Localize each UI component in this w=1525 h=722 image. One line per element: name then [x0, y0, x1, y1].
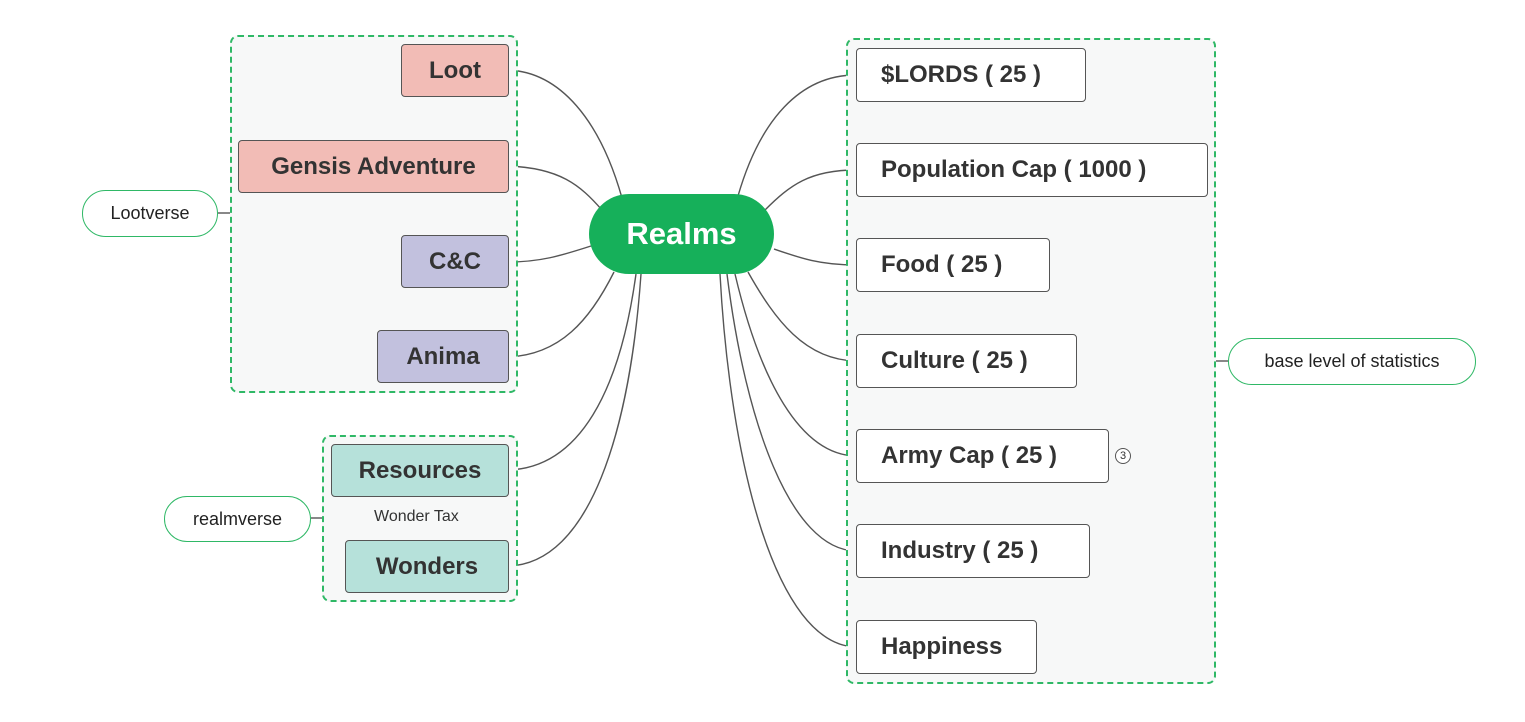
branch-army: [734, 273, 857, 457]
wonder-tax-label: Wonder Tax: [372, 508, 461, 526]
node-food[interactable]: Food ( 25 ): [856, 238, 1050, 292]
branch-resources: [507, 273, 637, 471]
branch-anima: [507, 271, 615, 358]
branch-loot: [507, 69, 623, 199]
branch-population: [764, 169, 857, 211]
branch-food: [773, 248, 857, 266]
branch-happiness: [719, 273, 857, 648]
node-loot[interactable]: Loot: [401, 44, 509, 97]
army-cap-count-badge[interactable]: 3: [1115, 448, 1131, 464]
branch-lords: [737, 74, 857, 197]
branch-culture: [747, 271, 857, 362]
branch-gensis: [507, 165, 603, 211]
node-industry[interactable]: Industry ( 25 ): [856, 524, 1090, 578]
node-army-cap[interactable]: Army Cap ( 25 ): [856, 429, 1109, 483]
callout-base-level-statistics[interactable]: base level of statistics: [1228, 338, 1476, 385]
branch-industry: [726, 273, 857, 552]
node-resources[interactable]: Resources: [331, 444, 509, 497]
node-cc[interactable]: C&C: [401, 235, 509, 288]
node-population-cap[interactable]: Population Cap ( 1000 ): [856, 143, 1208, 197]
root-node-realms[interactable]: Realms: [589, 194, 774, 274]
node-gensis-adventure[interactable]: Gensis Adventure: [238, 140, 509, 193]
callout-realmverse[interactable]: realmverse: [164, 496, 311, 542]
node-lords[interactable]: $LORDS ( 25 ): [856, 48, 1086, 102]
node-anima[interactable]: Anima: [377, 330, 509, 383]
node-happiness[interactable]: Happiness: [856, 620, 1037, 674]
node-culture[interactable]: Culture ( 25 ): [856, 334, 1077, 388]
node-wonders[interactable]: Wonders: [345, 540, 509, 593]
branch-wonders: [507, 273, 642, 567]
callout-lootverse[interactable]: Lootverse: [82, 190, 218, 237]
branch-cc: [507, 245, 592, 263]
